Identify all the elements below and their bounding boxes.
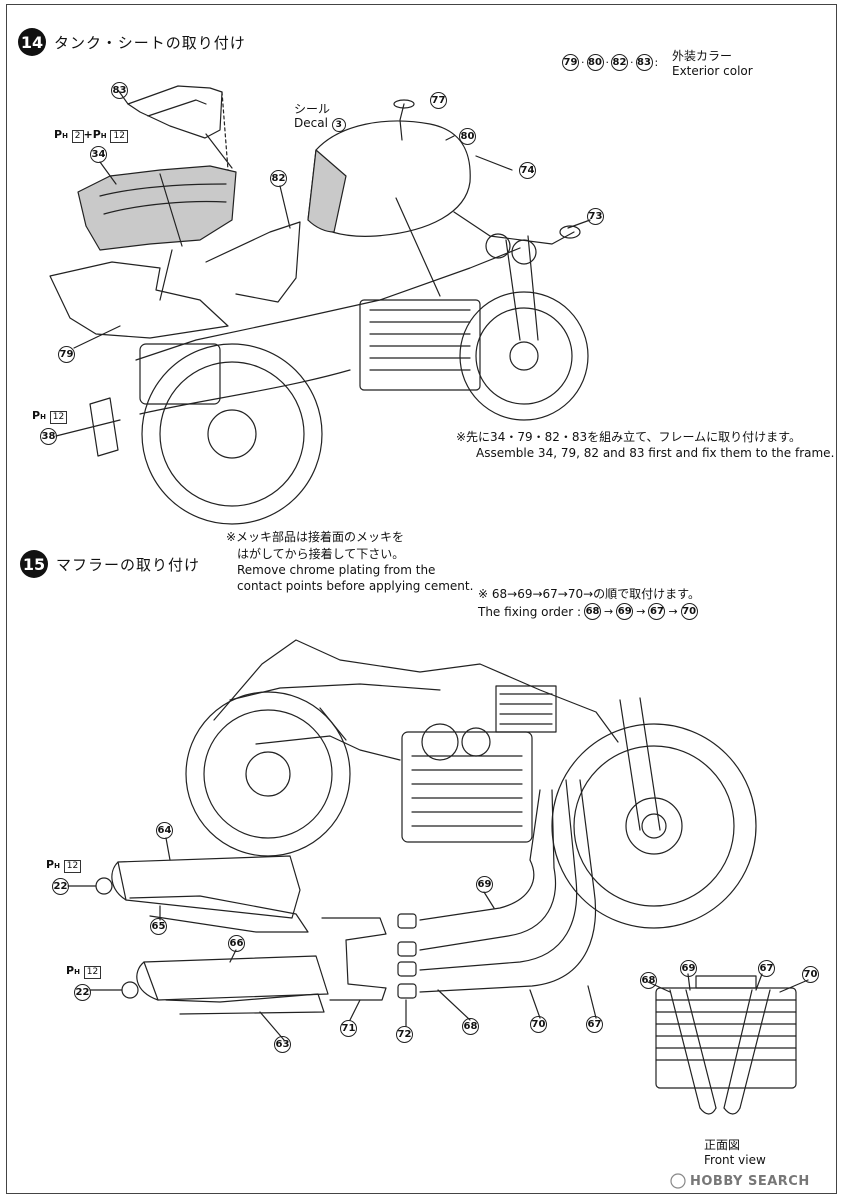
chrome-note-jp-1: ※メッキ部品は接着面のメッキを (226, 530, 405, 544)
rear-wheel (141, 343, 323, 525)
seat-cowl-79 (49, 261, 229, 339)
callout-38: 38 (40, 428, 57, 445)
tail-cowl-82 (205, 221, 301, 303)
washer-22a (95, 877, 113, 895)
front-wheel (459, 291, 589, 421)
hobby-search-logo-icon (670, 1173, 686, 1189)
callout-67: 67 (586, 1016, 603, 1033)
step-14-motorcycle (49, 85, 591, 525)
fuel-tank-80 (307, 120, 471, 237)
ph-parts-label-15a: PH 12 (46, 858, 82, 873)
ph-parts-label-15b: PH 12 (66, 964, 102, 979)
callout-66: 66 (228, 935, 245, 952)
front-view-en: Front view (704, 1153, 766, 1167)
step-15-motorcycle (67, 639, 757, 1041)
fixing-order-en: The fixing order : 68→ 69→ 67→ 70 (478, 603, 698, 620)
step-14-note-jp: ※先に34・79・82・83を組み立て、フレームに取り付けます。 (456, 430, 801, 444)
front-wheel-15 (551, 723, 757, 929)
order-69: 69 (616, 603, 634, 620)
ph-box-12: 12 (110, 130, 128, 143)
watermark: HOBBY SEARCH (690, 1174, 810, 1189)
callout-73: 73 (587, 208, 604, 225)
part-82: 82 (611, 54, 628, 71)
muffler-64 (117, 855, 301, 919)
exhaust-pipe-70 (419, 889, 597, 993)
ph-box-2: 2 (71, 130, 84, 143)
muffler-bracket-65 (129, 895, 309, 933)
muffler-bracket-63 (165, 993, 325, 1015)
muffler-66 (143, 955, 329, 1001)
page-frame (6, 4, 837, 1194)
chrome-note-en-2: contact points before applying cement. (237, 579, 474, 593)
front-view-jp: 正面図 (704, 1138, 741, 1152)
callout-79: 79 (58, 346, 75, 363)
callout-22b: 22 (74, 984, 91, 1001)
callout-68: 68 (462, 1018, 479, 1035)
step-14-badge: 14 (18, 28, 46, 56)
fixing-order-jp: ※ 68→69→67→70→の順で取付けます。 (478, 587, 700, 601)
exhaust-pipe-67 (419, 879, 578, 971)
step-15-badge: 15 (20, 550, 48, 578)
front-callout-67: 67 (758, 960, 775, 977)
order-68: 68 (584, 603, 602, 620)
front-view-diagram (647, 973, 809, 1115)
callout-77: 77 (430, 92, 447, 109)
part-80: 80 (586, 54, 604, 71)
callout-71: 71 (340, 1020, 357, 1037)
decal-label-jp: シール (294, 102, 331, 116)
ph-box-12b: 12 (49, 411, 68, 424)
part-83: 83 (635, 54, 653, 71)
callout-72: 72 (396, 1026, 413, 1043)
step-14-title: タンク・シートの取り付け (54, 34, 246, 52)
order-67: 67 (648, 603, 666, 620)
callout-65: 65 (150, 918, 167, 935)
license-plate-38 (89, 397, 119, 457)
callout-74: 74 (519, 162, 536, 179)
order-70: 70 (680, 603, 698, 620)
callout-63: 63 (274, 1036, 291, 1053)
callout-80: 80 (459, 128, 476, 145)
exhaust-pipe-69 (419, 859, 535, 921)
chrome-note-jp-2: はがしてから接着して下さい。 (237, 547, 405, 561)
chrome-note-en-1: Remove chrome plating from the (237, 563, 436, 577)
decal-label-en: Decal 3 (294, 116, 346, 132)
callout-82: 82 (270, 170, 287, 187)
seat-cowl-83 (127, 85, 223, 139)
step-14-note-en: Assemble 34, 79, 82 and 83 first and fix… (476, 446, 835, 460)
part-79: 79 (562, 54, 579, 71)
front-callout-70: 70 (802, 966, 819, 983)
decal-number: 3 (331, 118, 346, 132)
washer-22b (121, 981, 139, 999)
callout-83: 83 (111, 82, 128, 99)
callout-70: 70 (530, 1016, 547, 1033)
collector-71 (321, 917, 387, 1001)
callout-64: 64 (156, 822, 173, 839)
ph-parts-label-c: PH 12 (32, 409, 68, 424)
rear-wheel-15 (185, 691, 351, 857)
callout-34: 34 (90, 146, 107, 163)
exhaust-pipe-68 (419, 867, 557, 951)
exterior-color-parts: 79· 80· 82· 83: (562, 54, 659, 71)
step-15-title: マフラーの取り付け (56, 556, 201, 574)
seat-34 (77, 165, 237, 251)
joint-72a (397, 913, 417, 929)
exterior-color-jp: 外装カラー (672, 49, 733, 63)
exterior-color-en: Exterior color (672, 64, 753, 78)
ph-parts-label-a: PH 2+PH 12 (54, 128, 128, 143)
